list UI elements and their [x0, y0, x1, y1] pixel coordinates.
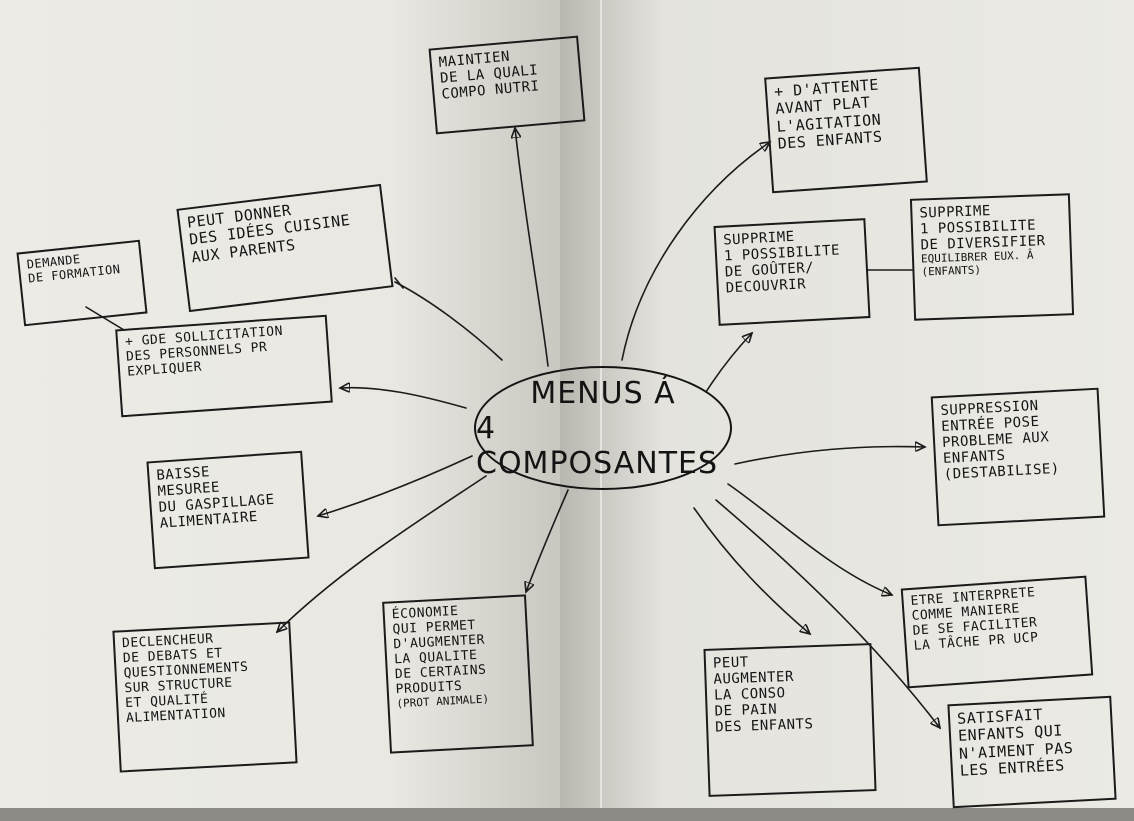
node-sollicitation: + GDE SOLLICITATION DES PERSONNELS PR EX…	[115, 314, 333, 418]
connector-interprete	[727, 483, 892, 595]
node-supprime-gouter: SUPPRIME 1 POSSIBILITE DE GOÛTER/ DECOUV…	[713, 218, 871, 326]
connector-declencheur	[277, 475, 487, 632]
node-attente: + D'ATTENTE AVANT PLAT L'AGITATION DES E…	[764, 66, 928, 194]
connector-attente	[621, 142, 770, 361]
connector-satisfait	[715, 499, 940, 728]
node-economie: ÉCONOMIE QUI PERMET D'AUGMENTER LA QUALI…	[382, 594, 534, 754]
node-interprete: ETRE INTERPRETE COMME MANIERE DE SE FACI…	[900, 575, 1094, 689]
node-suppression-entree: SUPPRESSION ENTRÉE POSE PROBLEME AUX ENF…	[930, 387, 1106, 527]
connector-idees-tick	[394, 277, 404, 289]
node-satisfait: SATISFAIT ENFANTS QUI N'AIMENT PAS LES E…	[947, 695, 1117, 809]
connector-idees	[394, 281, 503, 361]
node-supprime-diversifier: SUPPRIME 1 POSSIBILITE DE DIVERSIFIER EQ…	[909, 193, 1075, 321]
node-supprime-diversifier-line: (ENFANTS)	[921, 263, 982, 279]
connector-suppression-entree	[734, 447, 925, 465]
node-demande: DEMANDE DE FORMATION	[16, 239, 148, 327]
table-edge	[0, 808, 1134, 821]
node-maintien: MAINTIEN DE LA QUALI COMPO NUTRI	[428, 35, 586, 135]
connector-pain	[693, 507, 810, 634]
connector-demande	[85, 306, 125, 331]
connector-maintien	[515, 128, 549, 367]
connector-baisse	[318, 455, 473, 516]
paper-left	[0, 0, 560, 821]
connector-economie	[526, 489, 569, 592]
node-declencheur: DECLENCHEUR DE DEBATS ET QUESTIONNEMENTS…	[112, 621, 298, 773]
node-pain: PEUT AUGMENTER LA CONSO DE PAIN DES ENFA…	[703, 643, 877, 797]
node-baisse: BAISSE MESUREE DU GASPILLAGE ALIMENTAIRE	[146, 450, 310, 570]
connector-supprime-gouter	[705, 333, 752, 393]
central-topic-line-2: 4 COMPOSANTES	[476, 410, 719, 481]
connector-sollicitation	[340, 388, 467, 409]
central-topic-line-1: MENUS Á	[530, 375, 676, 411]
central-topic: MENUS Á 4 COMPOSANTES	[474, 366, 732, 490]
